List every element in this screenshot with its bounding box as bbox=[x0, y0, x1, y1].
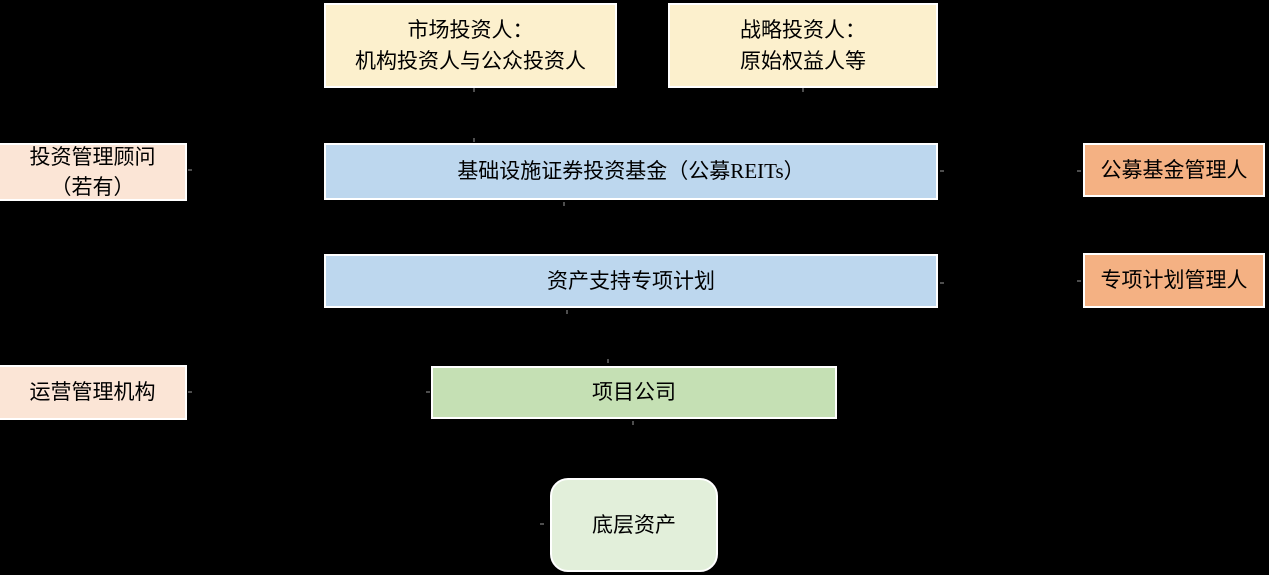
connector-stub bbox=[540, 523, 544, 525]
strategic-investors-line1: 战略投资人： bbox=[740, 18, 866, 43]
connector-stub bbox=[940, 282, 944, 284]
plan-manager-label: 专项计划管理人 bbox=[1100, 268, 1248, 293]
strategic-investors-line2: 原始权益人等 bbox=[740, 48, 866, 73]
market-investors-line2: 机构投资人与公众投资人 bbox=[355, 48, 586, 73]
project-company-box: 项目公司 bbox=[431, 366, 837, 419]
connector-stub bbox=[566, 310, 568, 314]
underlying-assets-label: 底层资产 bbox=[592, 512, 676, 537]
connector-stub bbox=[1077, 170, 1081, 172]
connector-stub bbox=[802, 88, 804, 92]
project-company-label: 项目公司 bbox=[592, 380, 676, 405]
investment-advisor-line1: 投资管理顾问 bbox=[29, 144, 156, 169]
plan-manager-box: 专项计划管理人 bbox=[1083, 253, 1265, 308]
fund-manager-box: 公募基金管理人 bbox=[1083, 143, 1265, 197]
connector-stub bbox=[1077, 280, 1081, 282]
connector-stub bbox=[188, 391, 192, 393]
connector-stub bbox=[426, 391, 430, 393]
investment-advisor-box: 投资管理顾问 （若有） bbox=[0, 143, 187, 201]
connector-stub bbox=[632, 421, 634, 425]
operations-manager-box: 运营管理机构 bbox=[0, 365, 187, 420]
operations-manager-label: 运营管理机构 bbox=[29, 380, 156, 405]
connector-stub bbox=[563, 202, 565, 206]
reits-fund-label: 基础设施证券投资基金（公募REITs） bbox=[457, 159, 805, 184]
market-investors-line1: 市场投资人： bbox=[407, 18, 534, 43]
abs-plan-box: 资产支持专项计划 bbox=[324, 254, 938, 308]
connector-stub bbox=[473, 138, 475, 142]
market-investors-box: 市场投资人： 机构投资人与公众投资人 bbox=[324, 3, 617, 88]
abs-plan-label: 资产支持专项计划 bbox=[547, 268, 715, 293]
investment-advisor-line2: （若有） bbox=[50, 175, 135, 199]
connector-stub bbox=[188, 169, 192, 171]
connector-stub bbox=[607, 359, 609, 363]
reits-fund-box: 基础设施证券投资基金（公募REITs） bbox=[324, 143, 938, 200]
connector-stub bbox=[473, 88, 475, 92]
underlying-assets-box: 底层资产 bbox=[550, 478, 718, 572]
connector-stub bbox=[940, 170, 944, 172]
strategic-investors-box: 战略投资人： 原始权益人等 bbox=[668, 3, 938, 88]
fund-manager-label: 公募基金管理人 bbox=[1100, 157, 1248, 182]
